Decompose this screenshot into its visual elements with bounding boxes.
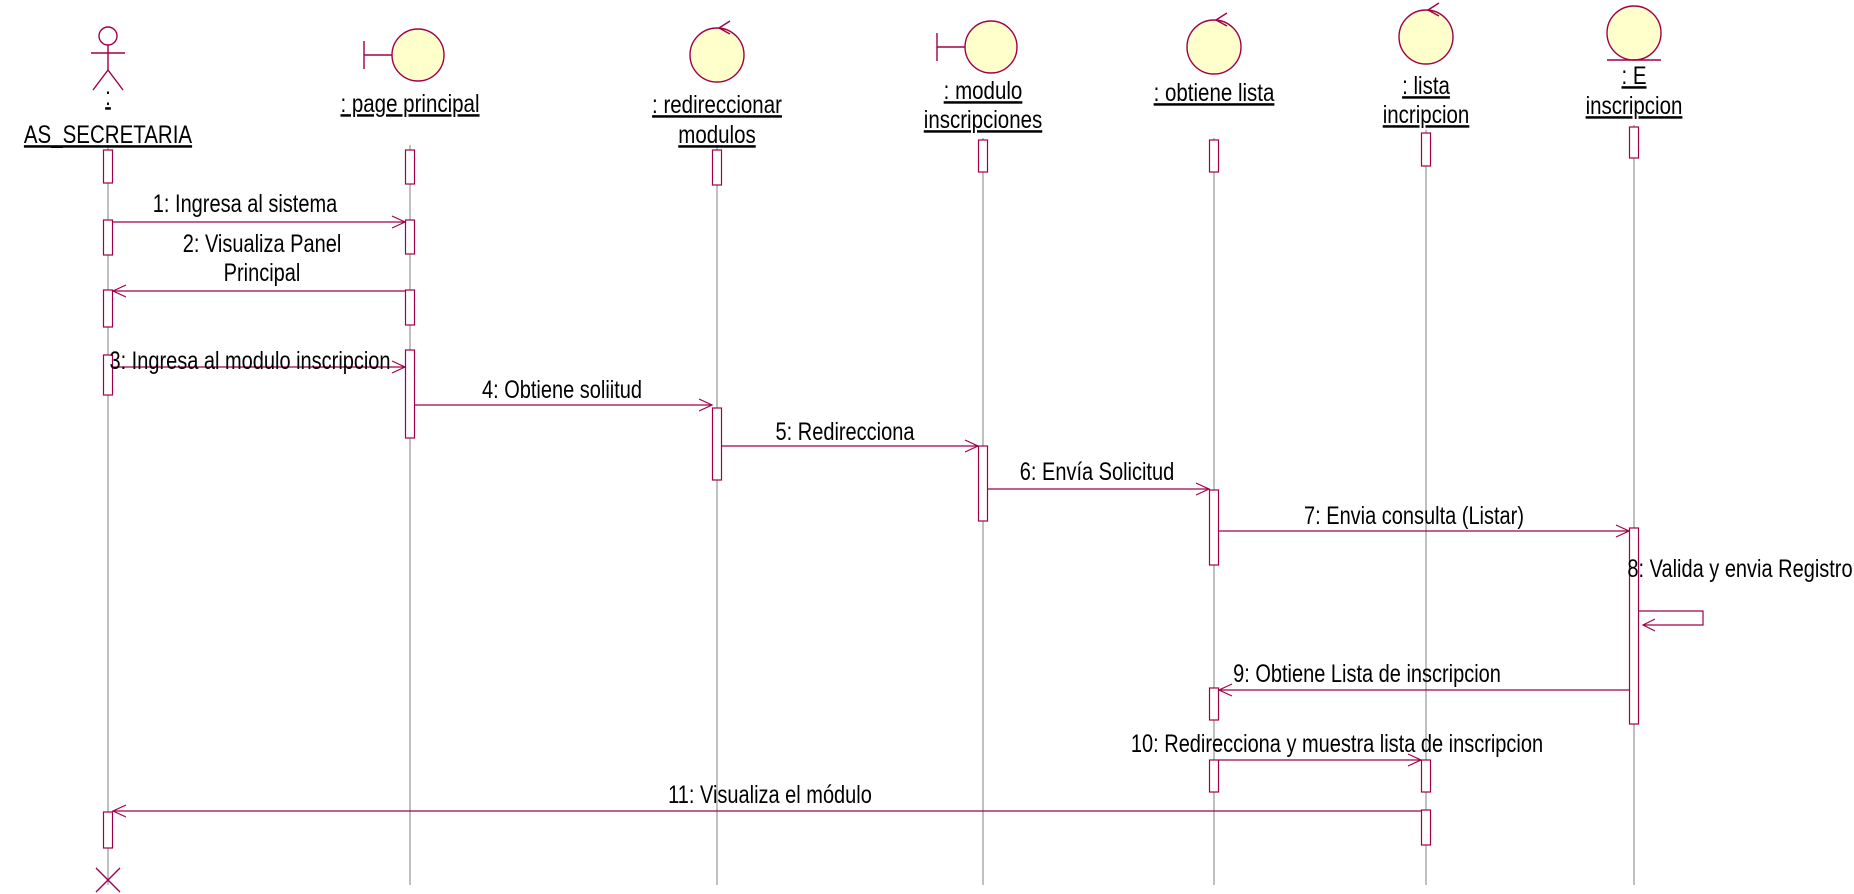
activation-page: [404, 219, 416, 255]
participant-label-lista: : lista: [1402, 71, 1450, 99]
arrowhead: [391, 215, 407, 229]
participant-page: : page principal: [340, 28, 480, 117]
arrowhead: [1195, 482, 1211, 496]
arrowhead: [111, 284, 127, 298]
entity-icon: [1606, 5, 1662, 61]
participant-label-redir: : redireccionar: [652, 90, 782, 118]
message-5: 5: Redirecciona: [722, 418, 980, 453]
activation-entity: [1628, 126, 1640, 159]
boundary-icon: [936, 20, 1018, 74]
activation-actor: [102, 219, 114, 256]
activation-actor: [102, 354, 114, 396]
activation-page: [404, 349, 416, 439]
activation-actor: [102, 149, 114, 184]
participant-actor: : AS_SECRETARIA: [24, 26, 193, 148]
activation-obtiene: [1208, 489, 1220, 566]
activation-lista: [1420, 759, 1432, 793]
participant-label-modulo: inscripciones: [924, 105, 1042, 133]
message-7: 7: Envia consulta (Listar): [1219, 502, 1631, 538]
participant-label-entity: inscripcion: [1586, 91, 1683, 119]
activation-actor: [102, 811, 114, 849]
activation-obtiene: [1208, 139, 1220, 173]
activation-entity: [1628, 527, 1640, 725]
messages: 1: Ingresa al sistema 2: Visualiza PanelP…: [109, 190, 1853, 818]
arrowhead: [964, 439, 980, 453]
message-4: 4: Obtiene soliitud: [415, 376, 714, 412]
activation-lista: [1420, 809, 1432, 846]
message-label-2: 2: Visualiza Panel: [183, 230, 342, 258]
message-label-8: 8: Valida y envia Registro: [1627, 555, 1852, 583]
message-label-3: 3: Ingresa al modulo inscripcion: [109, 347, 390, 375]
participant-label-entity: : E: [1621, 61, 1646, 89]
self-message-line: [1639, 610, 1704, 626]
boundary-icon: [363, 28, 445, 82]
arrowhead: [698, 398, 714, 412]
participant-label-obtiene: : obtiene lista: [1154, 78, 1275, 106]
activation-lista: [1420, 132, 1432, 167]
participant-label-redir: modulos: [678, 120, 755, 148]
arrowhead: [111, 804, 127, 818]
arrowhead: [1641, 618, 1656, 632]
arrowhead: [391, 360, 407, 374]
control-icon: [1186, 12, 1242, 75]
control-icon: [1398, 2, 1454, 65]
arrowhead: [1407, 753, 1423, 767]
message-label-1: 1: Ingresa al sistema: [153, 190, 338, 218]
message-8: 8: Valida y envia Registro: [1627, 555, 1853, 632]
activation-page: [404, 149, 416, 185]
message-1: 1: Ingresa al sistema: [113, 190, 407, 229]
message-6: 6: Envía Solicitud: [988, 458, 1211, 496]
participant-label-page: : page principal: [340, 89, 479, 117]
activation-bars: [102, 126, 1640, 849]
actor-icon: [91, 26, 125, 91]
activation-page: [404, 289, 416, 326]
participant-obtiene: : obtiene lista: [1154, 12, 1275, 106]
arrowhead: [1217, 683, 1233, 697]
destroy-icon: [95, 867, 121, 893]
message-label-11: 11: Visualiza el módulo: [668, 781, 872, 809]
activation-actor: [102, 289, 114, 328]
arrowhead: [1615, 524, 1631, 538]
participants: : AS_SECRETARIA : page principal : redirecc…: [24, 2, 1683, 893]
message-label-4: 4: Obtiene soliitud: [482, 376, 642, 404]
message-label-10: 10: Redirecciona y muestra lista de insc…: [1131, 730, 1543, 758]
message-3: 3: Ingresa al modulo inscripcion: [109, 347, 407, 375]
message-label-7: 7: Envia consulta (Listar): [1304, 502, 1524, 530]
message-11: 11: Visualiza el módulo: [111, 781, 1421, 818]
message-label-2: Principal: [224, 259, 301, 287]
participant-label-actor: AS_SECRETARIA: [24, 120, 193, 148]
activation-redir: [711, 149, 723, 186]
activation-modulo: [977, 139, 989, 173]
activation-obtiene: [1208, 759, 1220, 793]
message-label-5: 5: Redirecciona: [776, 418, 915, 446]
participant-label-modulo: : modulo: [944, 76, 1023, 104]
message-10: 10: Redirecciona y muestra lista de insc…: [1131, 730, 1543, 767]
message-label-9: 9: Obtiene Lista de inscripcion: [1233, 660, 1501, 688]
participant-label-actor: :: [105, 82, 111, 110]
activation-modulo: [977, 445, 989, 522]
activation-obtiene: [1208, 687, 1220, 721]
activation-redir: [711, 407, 723, 481]
participant-label-lista: incripcion: [1383, 100, 1470, 128]
control-icon: [689, 20, 745, 83]
message-label-6: 6: Envía Solicitud: [1020, 458, 1174, 486]
message-9: 9: Obtiene Lista de inscripcion: [1217, 660, 1629, 697]
